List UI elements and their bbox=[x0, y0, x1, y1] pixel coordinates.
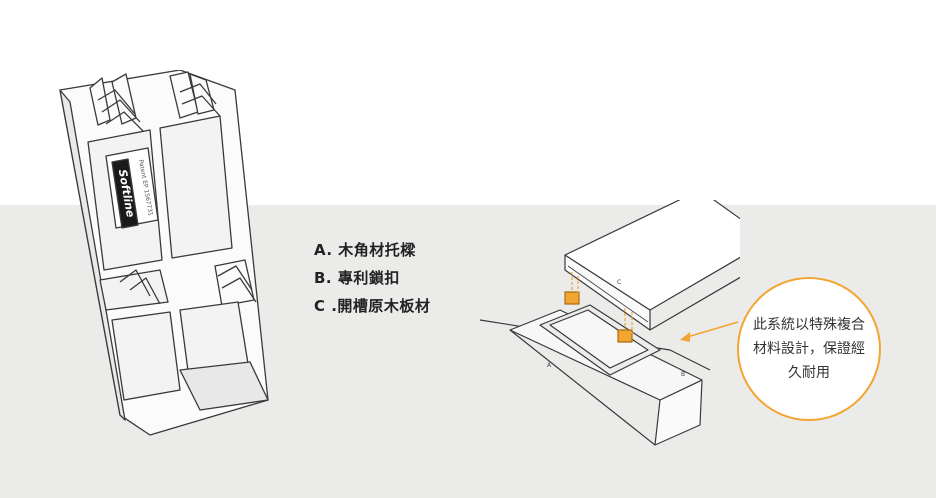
callout-pointer bbox=[680, 321, 739, 342]
label-b: B bbox=[681, 371, 685, 378]
legend-item-b: B. 專利鎖扣 bbox=[314, 269, 400, 287]
assembly-illustration: A B C bbox=[479, 200, 740, 446]
legend: A. 木角材托樑 B. 專利鎖扣 C .開槽原木板材 bbox=[314, 236, 430, 320]
label-c: C bbox=[617, 279, 621, 286]
legend-item-c: C .開槽原木板材 bbox=[314, 297, 431, 315]
callout-circle: 此系統以特殊複合材料設計，保證經久耐用 bbox=[737, 277, 881, 421]
clip-illustration: Softline Patent EP 1567731 bbox=[59, 70, 269, 436]
label-a: A bbox=[547, 362, 552, 369]
legend-item-a: A. 木角材托樑 bbox=[314, 241, 416, 259]
callout-text: 此系統以特殊複合材料設計，保證經久耐用 bbox=[753, 317, 865, 381]
